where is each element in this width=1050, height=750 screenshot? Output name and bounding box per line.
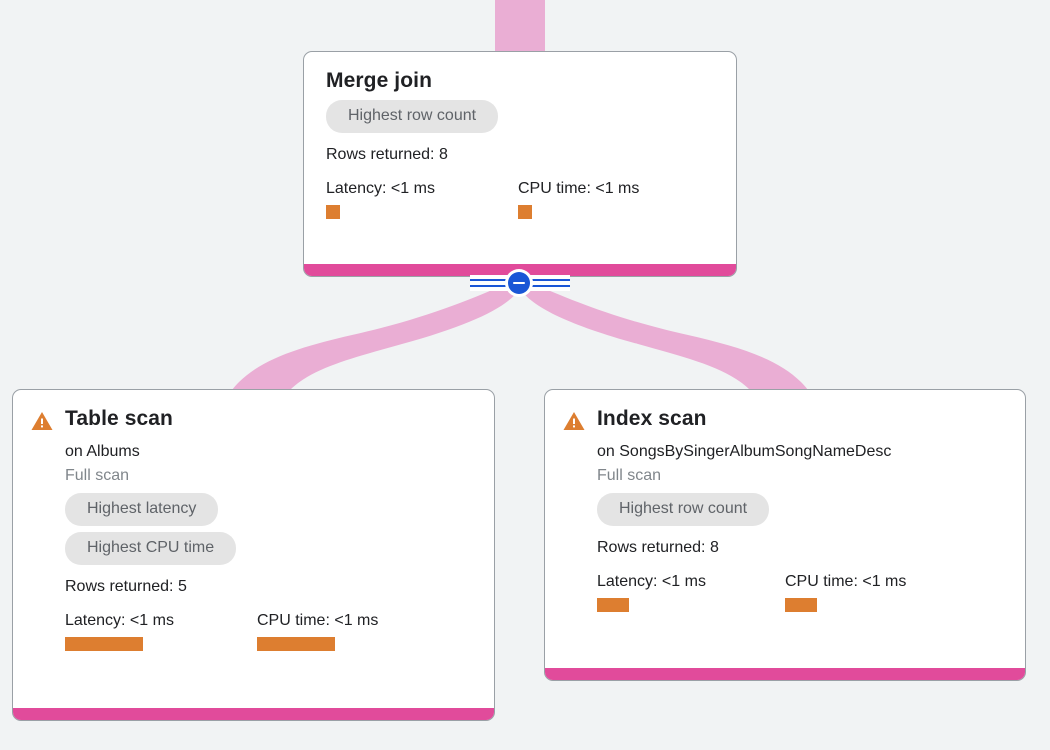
chip-highest-row-count[interactable]: Highest row count <box>597 493 770 526</box>
warning-icon <box>563 411 585 431</box>
node-table-scan-header: Table scan on Albums Full scan Highest l… <box>31 406 476 651</box>
node-table-scan[interactable]: Table scan on Albums Full scan Highest l… <box>12 389 495 721</box>
node-chips: Highest row count <box>326 100 639 139</box>
node-scan-type: Full scan <box>65 467 130 484</box>
chip-highest-latency[interactable]: Highest latency <box>65 493 219 526</box>
node-title: Merge join <box>326 69 433 92</box>
metric-cpu-time-bar <box>785 598 817 612</box>
chip-highest-row-count[interactable]: Highest row count <box>326 100 499 133</box>
minus-circle-icon[interactable] <box>508 272 530 294</box>
metric-cpu-time-label: CPU time: <1 ms <box>785 573 907 590</box>
metric-latency-bar <box>597 598 629 612</box>
edge-merge-join-to-index-scan <box>522 283 808 390</box>
node-title: Table scan <box>65 407 173 430</box>
node-index-scan-body: Index scan on SongsBySingerAlbumSongName… <box>545 390 1025 668</box>
toggle-knob[interactable] <box>505 269 533 297</box>
node-index-scan-content: Index scan on SongsBySingerAlbumSongName… <box>597 406 906 612</box>
node-chips: Highest latency Highest CPU time <box>65 493 378 571</box>
rows-returned: Rows returned: 8 <box>597 539 719 556</box>
node-title: Index scan <box>597 407 707 430</box>
metric-cpu-time-bar <box>518 205 532 219</box>
metric-latency-bar <box>326 205 340 219</box>
metric-latency: Latency: <1 ms <box>65 611 257 651</box>
metric-latency-label: Latency: <1 ms <box>326 180 435 197</box>
node-index-scan[interactable]: Index scan on SongsBySingerAlbumSongName… <box>544 389 1026 681</box>
node-scan-type: Full scan <box>597 467 662 484</box>
metric-latency-bar <box>65 637 143 651</box>
node-metrics: Latency: <1 ms CPU time: <1 ms <box>65 611 378 651</box>
node-table-scan-body: Table scan on Albums Full scan Highest l… <box>13 390 494 708</box>
node-subtitle: on SongsBySingerAlbumSongNameDesc <box>597 443 892 460</box>
node-table-scan-content: Table scan on Albums Full scan Highest l… <box>65 406 378 651</box>
metric-cpu-time: CPU time: <1 ms <box>518 179 639 219</box>
node-accent-bar <box>545 668 1025 680</box>
node-merge-join[interactable]: Merge join Highest row count Rows return… <box>303 51 737 277</box>
metric-latency-label: Latency: <1 ms <box>65 612 174 629</box>
node-metrics: Latency: <1 ms CPU time: <1 ms <box>597 572 906 612</box>
rows-returned: Rows returned: 8 <box>326 146 448 163</box>
edge-incoming-merge-join <box>495 0 545 54</box>
metric-cpu-time-label: CPU time: <1 ms <box>518 180 640 197</box>
minus-icon <box>513 281 525 285</box>
metric-latency-label: Latency: <1 ms <box>597 573 706 590</box>
collapse-children-toggle[interactable] <box>470 269 570 297</box>
metric-cpu-time-bar <box>257 637 335 651</box>
node-index-scan-header: Index scan on SongsBySingerAlbumSongName… <box>563 406 1007 612</box>
node-accent-bar <box>13 708 494 720</box>
node-metrics: Latency: <1 ms CPU time: <1 ms <box>326 179 639 219</box>
edge-merge-join-to-table-scan <box>232 283 518 390</box>
node-merge-join-content: Merge join Highest row count Rows return… <box>326 68 639 219</box>
metric-cpu-time-label: CPU time: <1 ms <box>257 612 379 629</box>
metric-latency: Latency: <1 ms <box>326 179 518 219</box>
metric-latency: Latency: <1 ms <box>597 572 785 612</box>
node-merge-join-body: Merge join Highest row count Rows return… <box>304 52 736 264</box>
node-chips: Highest row count <box>597 493 906 532</box>
node-subtitle: on Albums <box>65 443 140 460</box>
node-merge-join-header: Merge join Highest row count Rows return… <box>326 68 714 219</box>
chip-highest-cpu-time[interactable]: Highest CPU time <box>65 532 237 565</box>
warning-icon <box>31 411 53 431</box>
metric-cpu-time: CPU time: <1 ms <box>785 572 906 612</box>
rows-returned: Rows returned: 5 <box>65 578 187 595</box>
metric-cpu-time: CPU time: <1 ms <box>257 611 378 651</box>
